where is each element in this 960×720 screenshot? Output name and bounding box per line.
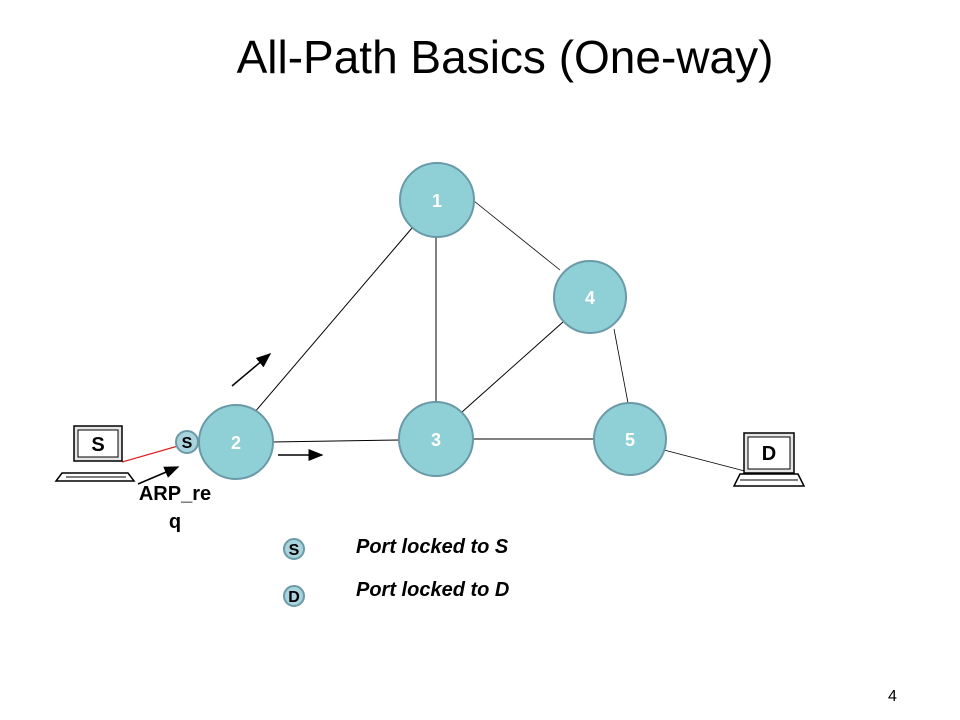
node-4-circle xyxy=(553,260,627,334)
arrow-toward-node-1 xyxy=(231,353,272,387)
link-2-3 xyxy=(271,439,401,443)
legend-symbol-d: D xyxy=(283,585,305,607)
source-host-label: S xyxy=(91,434,104,456)
laptop-icon xyxy=(54,425,136,482)
node-4-label: 4 xyxy=(585,288,595,308)
link-3-4 xyxy=(461,321,564,413)
arp-request-label: ARP_re q xyxy=(138,483,212,533)
link-4-5 xyxy=(613,328,629,404)
link-1-4 xyxy=(473,200,561,271)
legend-symbol-s-label: S xyxy=(289,542,300,559)
node-4: 4 xyxy=(553,260,627,334)
slide-title: All-Path Basics (One-way) xyxy=(236,31,774,83)
arrow-from-source xyxy=(137,466,180,485)
links xyxy=(121,200,761,476)
legend-symbol-s: S xyxy=(283,538,305,560)
node-5: 5 xyxy=(593,402,667,476)
destination-host-label: D xyxy=(762,443,776,465)
legend-symbol-d-label: D xyxy=(288,589,300,606)
link-2-1 xyxy=(247,227,413,421)
laptop-icon xyxy=(732,432,806,487)
port-lock-s: S xyxy=(175,430,199,454)
destination-host: D xyxy=(732,432,806,487)
node-5-circle xyxy=(593,402,667,476)
node-3: 3 xyxy=(398,401,474,477)
port-lock-s-label: S xyxy=(182,435,193,452)
node-1-label: 1 xyxy=(432,191,442,211)
packet-arrows xyxy=(137,353,324,485)
node-2-label: 2 xyxy=(231,433,241,453)
page-number: 4 xyxy=(888,688,897,705)
port-lock-s-circle xyxy=(175,430,199,454)
node-3-circle xyxy=(398,401,474,477)
node-5-label: 5 xyxy=(625,430,635,450)
link-S-2-highlight xyxy=(121,445,179,463)
legend-port-locked-d: Port locked to D xyxy=(356,579,510,601)
node-3-label: 3 xyxy=(431,430,441,450)
node-1: 1 xyxy=(399,162,475,238)
node-1-circle xyxy=(399,162,475,238)
legend-port-locked-s: Port locked to S xyxy=(356,536,509,558)
source-host: S xyxy=(54,425,136,482)
node-2: 2 xyxy=(198,404,274,480)
